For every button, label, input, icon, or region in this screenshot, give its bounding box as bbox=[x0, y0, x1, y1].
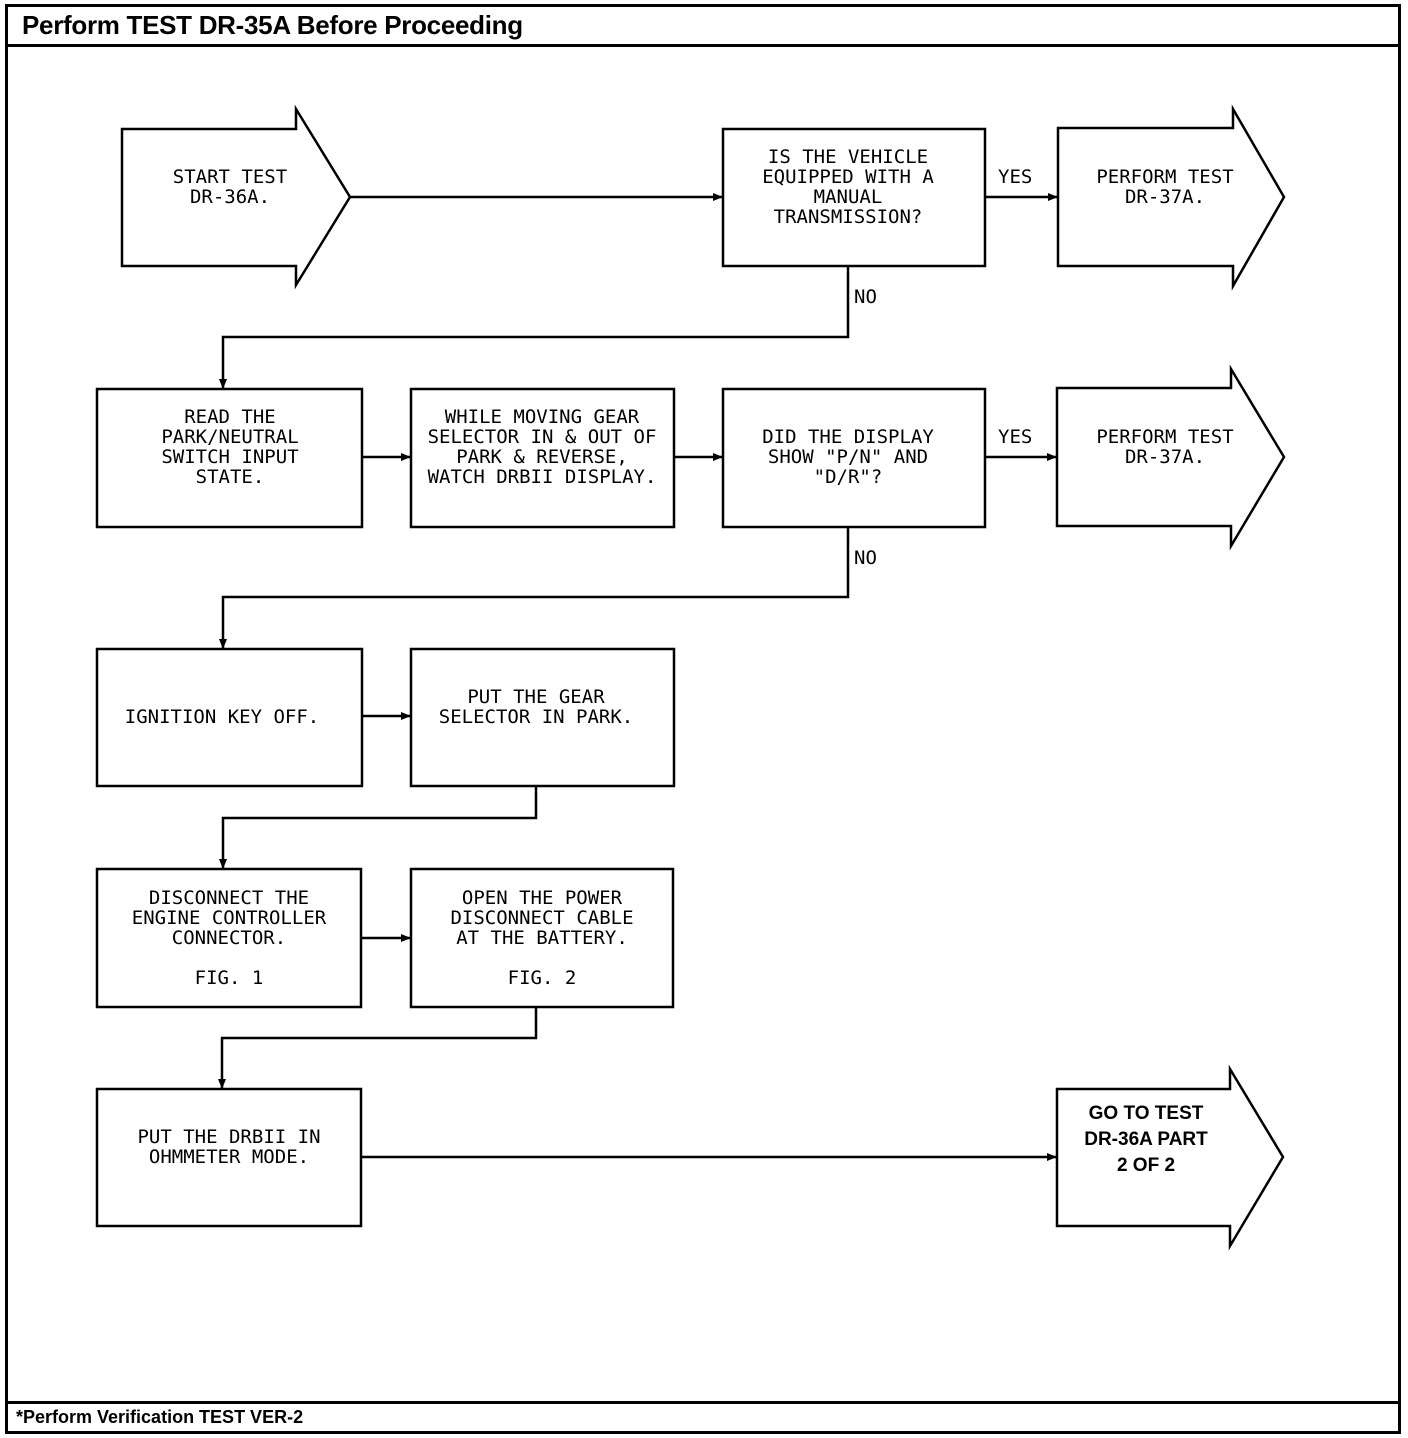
page-frame: Perform TEST DR-35A Before Proceeding *P… bbox=[5, 4, 1401, 1434]
read-state-line: PARK/NEUTRAL bbox=[161, 426, 298, 448]
page-title: Perform TEST DR-35A Before Proceeding bbox=[8, 7, 1398, 47]
perform-37a-1-line: PERFORM TEST bbox=[1096, 166, 1233, 188]
perform-test-arrow-1-shape bbox=[1056, 104, 1286, 291]
start-line: DR-36A. bbox=[190, 186, 270, 208]
open-power-line: OPEN THE POWER bbox=[462, 887, 623, 909]
goto-part2-arrow-shape bbox=[1055, 1064, 1285, 1251]
move-gear-line: WHILE MOVING GEAR bbox=[445, 406, 640, 428]
connector-no-2 bbox=[219, 527, 850, 649]
disconnect-engine-line: FIG. 1 bbox=[195, 967, 264, 989]
move-gear-line: SELECTOR IN & OUT OF bbox=[428, 426, 657, 448]
q-manual-line: MANUAL bbox=[814, 186, 883, 208]
edge-label-no-1: NO bbox=[854, 286, 877, 308]
connector-open-to-ohmmeter bbox=[218, 1007, 538, 1089]
move-gear-line: PARK & REVERSE, bbox=[456, 446, 628, 468]
start-arrow-shape bbox=[120, 104, 352, 290]
edge-label-yes-2: YES bbox=[998, 426, 1032, 448]
ohmmeter-line: PUT THE DRBII IN bbox=[137, 1126, 320, 1148]
q-display-line: DID THE DISPLAY bbox=[762, 426, 934, 448]
goto-part2-line: DR-36A PART bbox=[1084, 1129, 1208, 1150]
read-state-line: SWITCH INPUT bbox=[161, 446, 298, 468]
open-power-box bbox=[409, 867, 675, 1009]
perform-37a-2-line: PERFORM TEST bbox=[1096, 426, 1233, 448]
connector-gear-to-disconnect bbox=[219, 786, 538, 869]
q-manual-line: IS THE VEHICLE bbox=[768, 146, 928, 168]
gear-park-line: PUT THE GEAR bbox=[467, 686, 605, 708]
goto-part2-label: GO TO TEST DR-36A PART 2 OF 2 bbox=[1084, 1103, 1208, 1176]
ohmmeter-line: OHMMETER MODE. bbox=[149, 1146, 309, 1168]
goto-part2-line: GO TO TEST bbox=[1089, 1103, 1204, 1124]
perform-37a-1-line: DR-37A. bbox=[1125, 186, 1205, 208]
q-manual-line: TRANSMISSION? bbox=[774, 206, 923, 228]
ignition-off-line: IGNITION KEY OFF. bbox=[125, 706, 319, 728]
footer-note: *Perform Verification TEST VER-2 bbox=[8, 1401, 1398, 1431]
ignition-off-box bbox=[95, 647, 364, 788]
disconnect-engine-line: ENGINE CONTROLLER bbox=[132, 907, 327, 929]
open-power-line: AT THE BATTERY. bbox=[456, 927, 628, 949]
perform-test-arrow-2-shape bbox=[1055, 364, 1286, 551]
connector-no-1 bbox=[219, 266, 850, 389]
read-state-line: STATE. bbox=[196, 466, 265, 488]
move-gear-line: WATCH DRBII DISPLAY. bbox=[428, 466, 657, 488]
gear-park-box bbox=[409, 647, 676, 788]
q-display-line: SHOW "P/N" AND bbox=[768, 446, 928, 468]
perform-37a-2-line: DR-37A. bbox=[1125, 446, 1205, 468]
edge-label-yes-1: YES bbox=[998, 166, 1032, 188]
disconnect-engine-line: DISCONNECT THE bbox=[149, 887, 309, 909]
ignition-off-label: IGNITION KEY OFF. bbox=[125, 706, 319, 728]
read-state-line: READ THE bbox=[184, 406, 276, 428]
q-display-line: "D/R"? bbox=[814, 466, 883, 488]
edge-label-no-2: NO bbox=[854, 547, 877, 569]
goto-part2-line: 2 OF 2 bbox=[1117, 1155, 1175, 1176]
disconnect-engine-line: CONNECTOR. bbox=[172, 927, 286, 949]
gear-park-line: SELECTOR IN PARK. bbox=[439, 706, 633, 728]
open-power-line: FIG. 2 bbox=[508, 967, 577, 989]
q-manual-line: EQUIPPED WITH A bbox=[762, 166, 934, 188]
start-line: START TEST bbox=[173, 166, 287, 188]
open-power-line: DISCONNECT CABLE bbox=[450, 907, 633, 929]
